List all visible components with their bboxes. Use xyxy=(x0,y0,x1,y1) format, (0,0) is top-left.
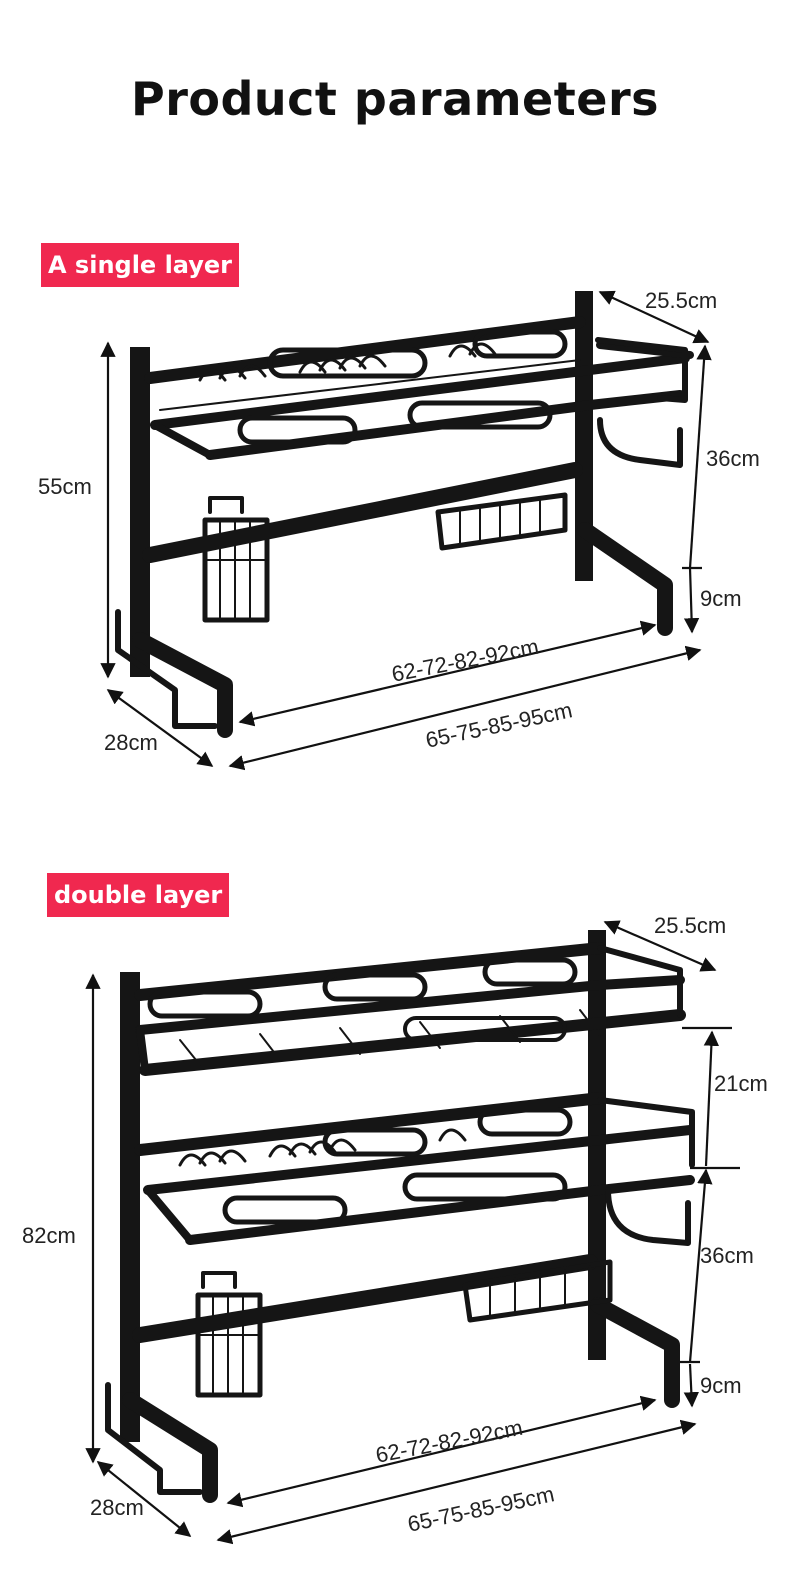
single-height-total-label: 55cm xyxy=(38,474,92,499)
double-layer-rack-diagram xyxy=(85,920,740,1545)
double-height-total-label: 82cm xyxy=(22,1223,76,1248)
single-depth-bottom-label: 28cm xyxy=(104,730,158,755)
double-height-top-label: 21cm xyxy=(714,1071,768,1096)
double-height-base-label: 9cm xyxy=(700,1373,742,1398)
double-depth-bottom-label: 28cm xyxy=(90,1495,144,1520)
page-title: Product parameters xyxy=(130,72,660,126)
single-height-shelf-label: 36cm xyxy=(706,446,760,471)
double-layer-tag: double layer xyxy=(47,873,230,917)
double-depth-top-label: 25.5cm xyxy=(654,913,727,938)
single-depth-top-label: 25.5cm xyxy=(645,288,718,313)
single-layer-tag: A single layer xyxy=(41,243,240,287)
single-height-base-label: 9cm xyxy=(700,586,742,611)
single-layer-rack-diagram xyxy=(100,290,712,771)
double-height-shelf-label: 36cm xyxy=(700,1243,754,1268)
